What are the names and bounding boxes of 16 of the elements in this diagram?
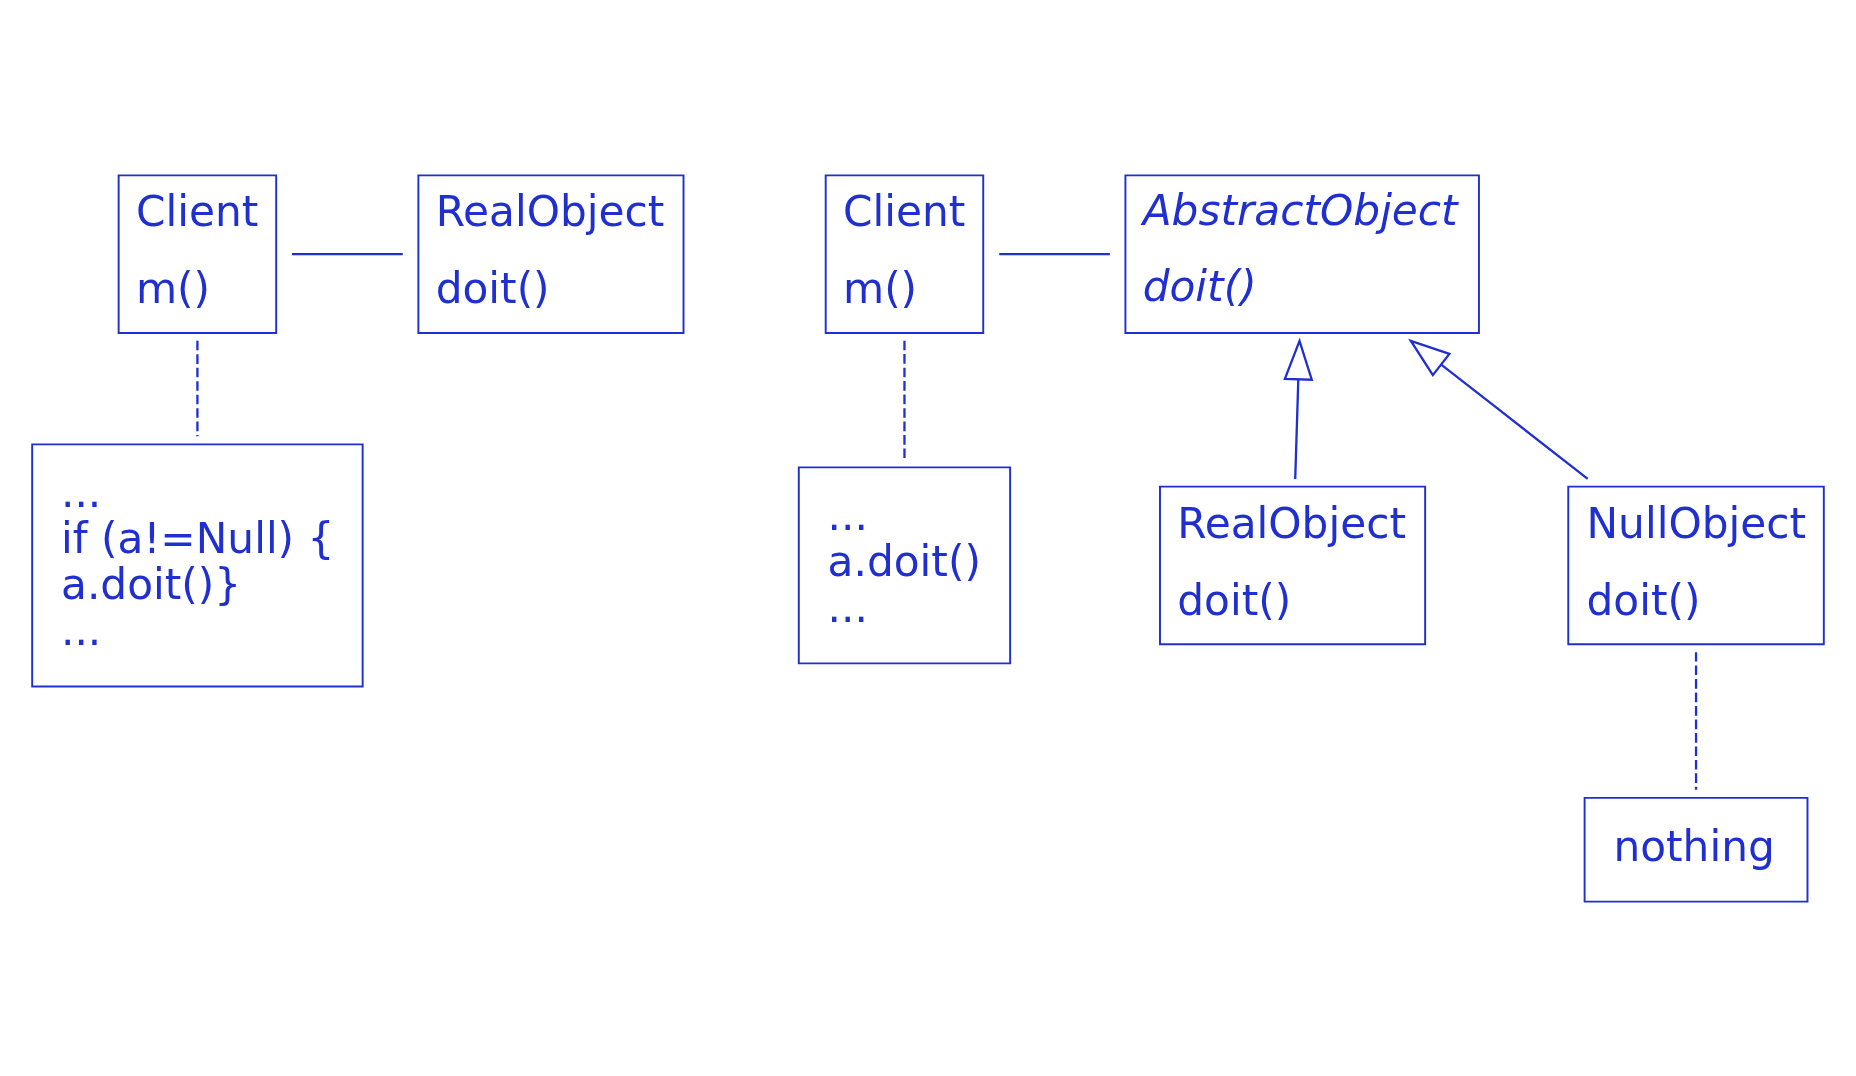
connector [903,340,906,459]
node-box: Client m() [824,173,985,334]
node-box: RealObject doit() [1159,485,1427,645]
node-box: ... a.doit() ... [797,465,1012,664]
node-box: NullObject doit() [1567,485,1825,645]
node-box: ... if (a!=Null) { a.doit()} ... [31,442,364,687]
node-box: nothing [1583,796,1809,903]
arrow [1283,336,1314,479]
connector [999,252,1110,255]
connector [292,252,403,255]
arrow [1408,338,1589,480]
connector [196,340,199,436]
node-box: RealObject doit() [417,173,685,334]
node-box: AbstractObject doit() [1124,173,1480,334]
node-box: Client m() [117,173,278,334]
connector [1694,651,1698,790]
